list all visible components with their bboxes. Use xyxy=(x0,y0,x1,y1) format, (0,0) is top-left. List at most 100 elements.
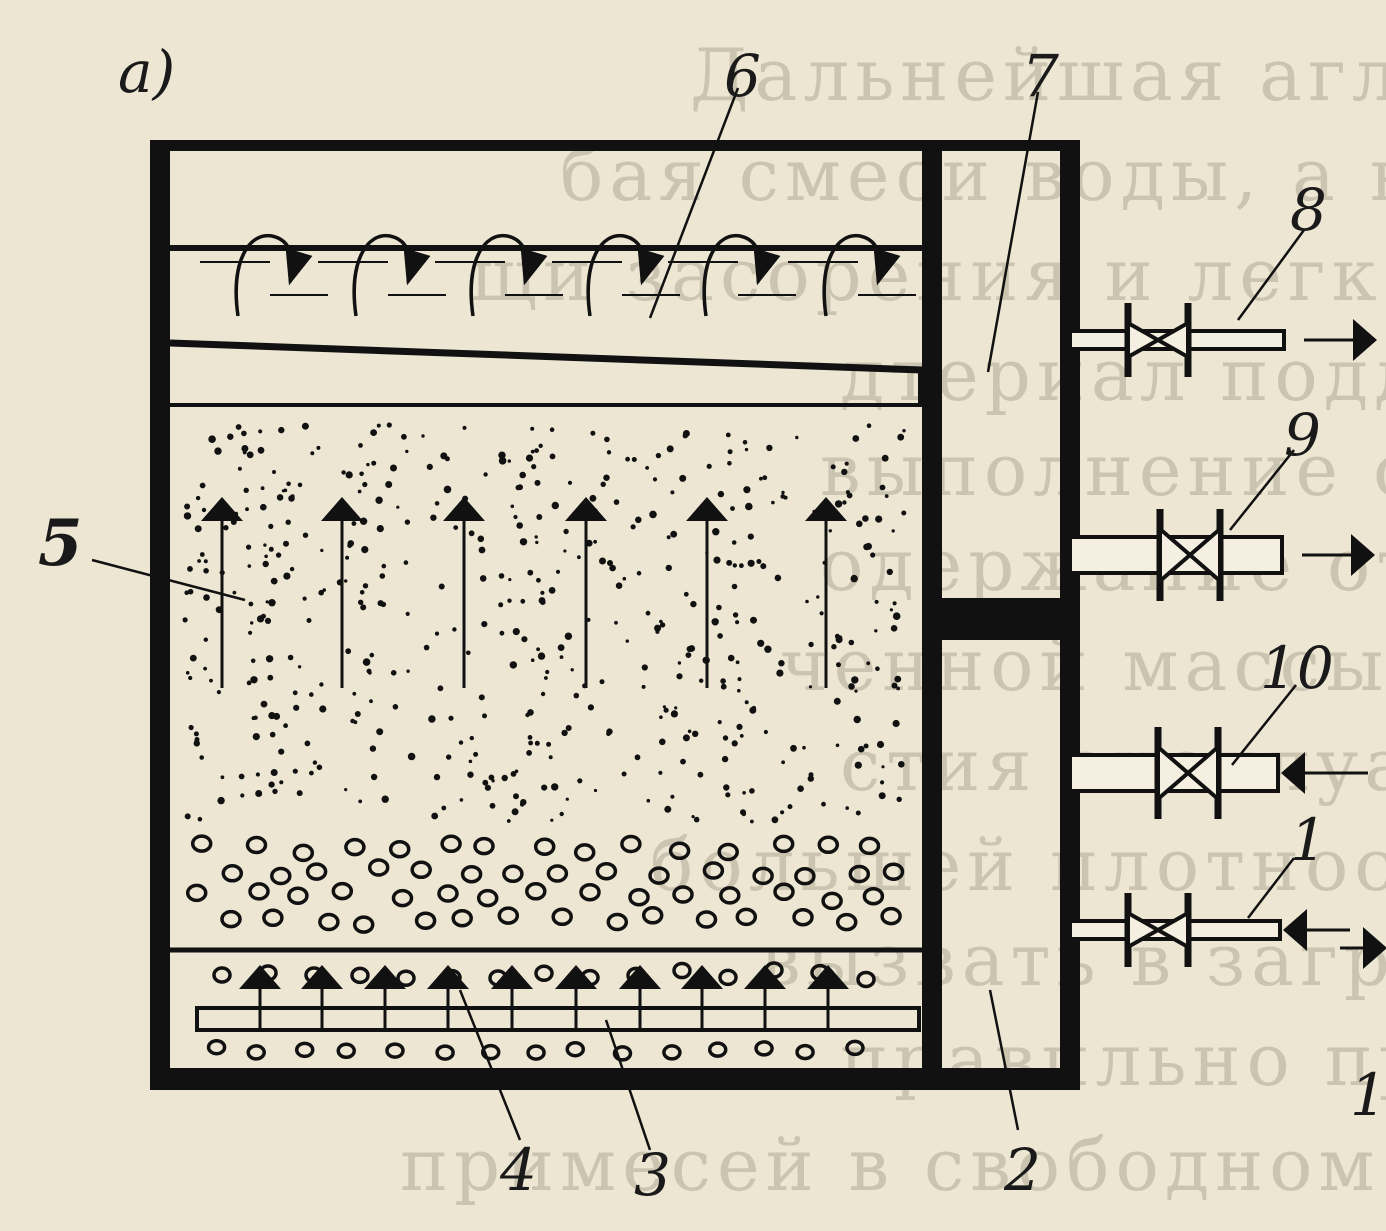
bg-line: большей плотности много xyxy=(650,823,1386,907)
gravel xyxy=(206,1038,227,1056)
particle xyxy=(636,570,642,576)
particle xyxy=(812,509,817,514)
particle xyxy=(473,751,479,757)
particle xyxy=(241,445,249,452)
particle xyxy=(288,495,295,502)
particle xyxy=(448,715,454,721)
particle xyxy=(593,788,598,793)
particle xyxy=(713,556,721,564)
particle xyxy=(890,625,898,632)
particle xyxy=(835,636,843,644)
particle xyxy=(187,566,193,572)
particle xyxy=(854,689,858,693)
particle xyxy=(320,548,324,553)
particle xyxy=(506,819,511,823)
particle xyxy=(567,480,573,485)
particle xyxy=(276,494,284,501)
particle xyxy=(501,774,508,782)
particle xyxy=(528,740,533,746)
gravel xyxy=(488,969,508,987)
particle xyxy=(625,456,630,462)
grain xyxy=(473,836,495,856)
distribution-system xyxy=(170,947,922,1032)
particle xyxy=(246,680,252,686)
gravel xyxy=(350,966,370,985)
particle xyxy=(662,705,667,709)
gravel xyxy=(258,964,278,982)
particle xyxy=(188,724,194,731)
particle xyxy=(659,715,663,719)
gravel xyxy=(212,966,232,984)
particle xyxy=(604,436,610,443)
particle xyxy=(369,745,377,752)
particle xyxy=(255,790,263,797)
label-4: 4 xyxy=(499,1136,537,1204)
pipe-with-valve xyxy=(1068,303,1377,377)
particle xyxy=(203,568,209,574)
bg-line: Дальнейшая агломерация пр xyxy=(690,33,1386,117)
particle xyxy=(466,650,471,656)
particle xyxy=(881,454,889,462)
particle xyxy=(892,612,901,620)
particle xyxy=(699,678,704,683)
particle xyxy=(771,816,779,824)
grain xyxy=(190,834,213,853)
particle xyxy=(559,811,564,817)
particle xyxy=(195,495,201,501)
particle xyxy=(262,560,269,568)
particle xyxy=(431,812,439,820)
grain xyxy=(772,834,795,854)
particle xyxy=(541,784,548,791)
particle xyxy=(687,729,692,734)
particle xyxy=(737,677,742,682)
particle xyxy=(519,538,528,546)
grain xyxy=(248,882,270,901)
particle xyxy=(745,502,753,511)
particle xyxy=(358,799,363,804)
particle xyxy=(481,621,488,628)
gravel xyxy=(707,1041,728,1058)
particle xyxy=(527,569,534,576)
particle xyxy=(269,731,276,738)
particle xyxy=(182,617,188,623)
gravel xyxy=(304,966,324,984)
particle xyxy=(526,750,532,756)
particle xyxy=(309,692,314,697)
particle xyxy=(534,740,540,746)
particle xyxy=(863,743,869,749)
particle xyxy=(706,463,712,469)
particle xyxy=(283,723,288,729)
callout-labels: 6 7 8 9 10 1 5 4 3 2 12 xyxy=(38,42,1386,1209)
particle xyxy=(536,647,540,652)
gravel xyxy=(626,966,646,985)
particle xyxy=(725,432,731,438)
grain xyxy=(451,908,473,928)
particle xyxy=(901,510,907,516)
particle xyxy=(720,683,727,690)
particle xyxy=(406,669,410,673)
grain xyxy=(628,887,650,907)
particle xyxy=(577,778,583,784)
particle xyxy=(776,669,784,677)
particle xyxy=(246,544,252,550)
particle xyxy=(232,590,237,595)
particle xyxy=(520,598,526,604)
gravel xyxy=(246,1044,266,1061)
particle xyxy=(540,590,545,595)
particle xyxy=(434,501,440,506)
label-6: 6 xyxy=(724,42,761,110)
particle xyxy=(352,691,357,696)
particle xyxy=(197,559,202,563)
grain xyxy=(595,861,618,881)
particle xyxy=(666,535,671,540)
particle xyxy=(693,816,700,823)
particle xyxy=(318,589,325,596)
particle xyxy=(479,575,487,582)
grain xyxy=(573,843,596,862)
gravel xyxy=(480,1043,501,1061)
particle xyxy=(891,682,898,689)
particle xyxy=(781,760,785,765)
particle xyxy=(896,796,902,802)
particle xyxy=(723,784,730,791)
particle xyxy=(430,514,437,521)
